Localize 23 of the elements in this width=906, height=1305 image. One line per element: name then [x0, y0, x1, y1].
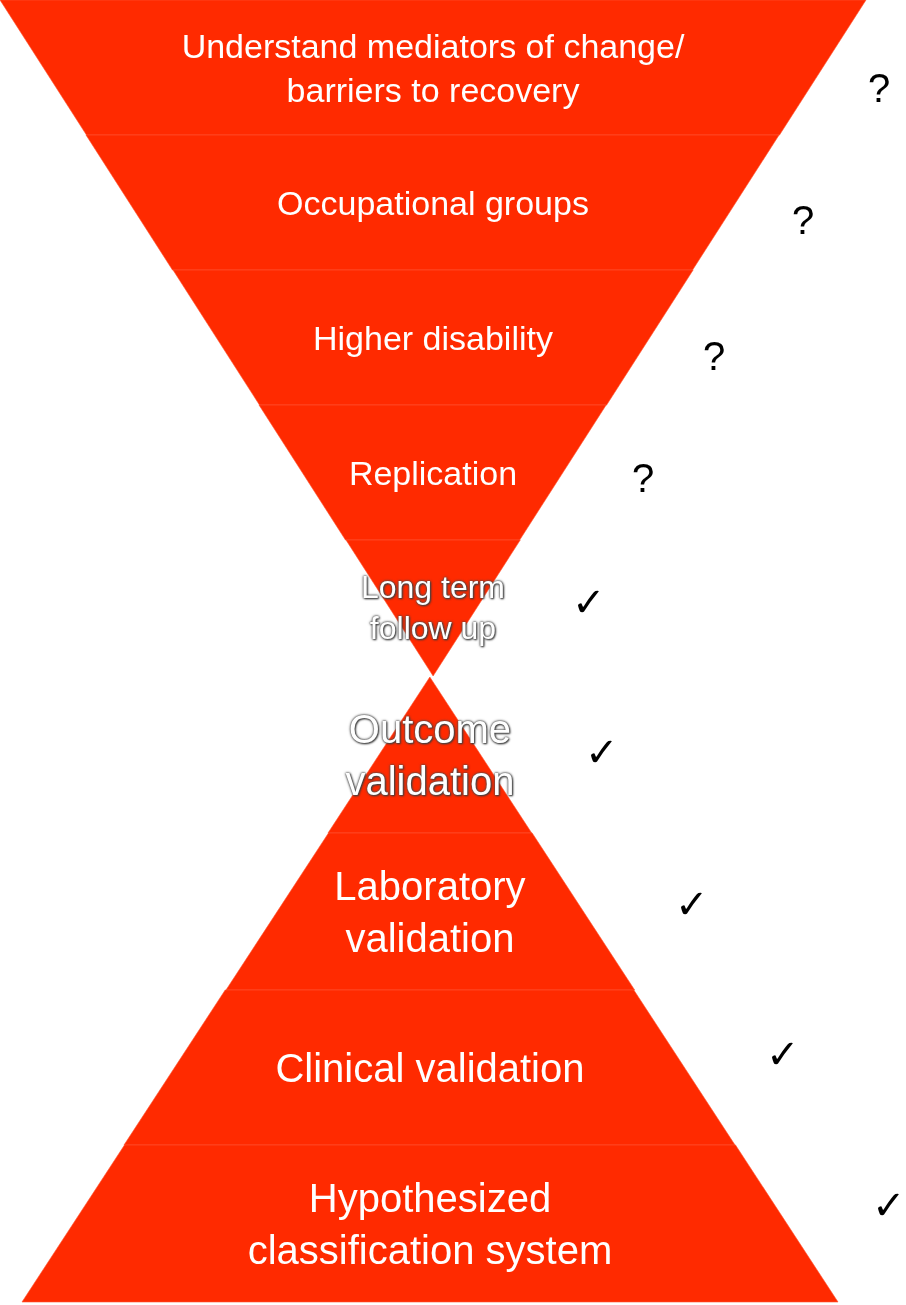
- band-label: Hypothesized classification system: [246, 1174, 614, 1274]
- band-label: Laboratory validation: [333, 862, 527, 962]
- funnel-band: [172, 270, 694, 405]
- status-mark: ✓: [872, 1185, 906, 1225]
- funnel-band: [124, 990, 736, 1145]
- status-mark: ✓: [675, 884, 709, 924]
- funnel-band: [225, 833, 635, 990]
- status-mark: ?: [868, 68, 891, 108]
- band-label: Replication: [347, 452, 519, 494]
- status-mark: ?: [703, 336, 726, 376]
- band-label: Higher disability: [312, 317, 554, 359]
- status-mark: ?: [792, 200, 815, 240]
- funnel-band: [86, 135, 780, 270]
- status-mark: ✓: [572, 582, 606, 622]
- band-label: Understand mediators of change/ barriers to recovery: [180, 25, 686, 111]
- status-mark: ✓: [585, 732, 619, 772]
- band-label: Occupational groups: [276, 182, 590, 224]
- funnel-band: [0, 0, 866, 135]
- funnel-band: [259, 405, 607, 540]
- funnel-band: [22, 1145, 838, 1302]
- band-label: Clinical validation: [274, 1044, 586, 1092]
- status-mark: ?: [632, 458, 655, 498]
- status-mark: ✓: [766, 1034, 800, 1074]
